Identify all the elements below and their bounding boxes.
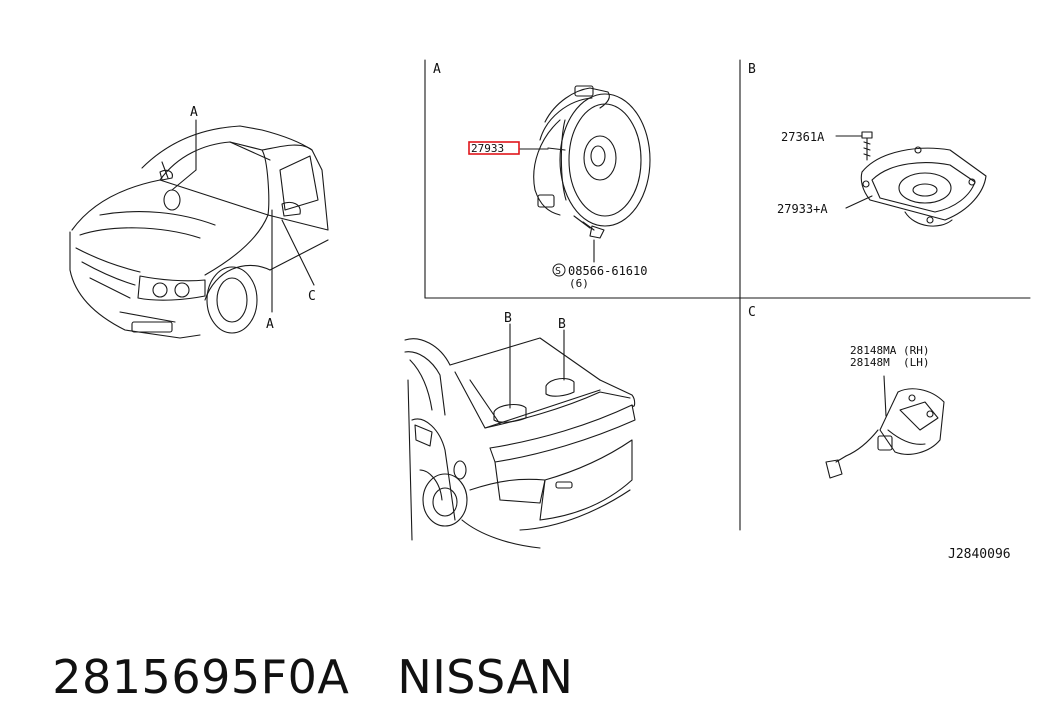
screw-quantity: (6) (569, 277, 589, 290)
parts-diagram: A B C A A C B B 27933 S 08566-61610 (6) … (69, 59, 1031, 562)
speaker-harness-28148M (825, 375, 945, 479)
caption-part-number: 2815695F0A (52, 650, 350, 704)
section-label-b: B (748, 62, 756, 77)
part-label-27933A: 27933+A (777, 202, 828, 216)
rear-speaker-27933A (835, 131, 987, 227)
callout-bottom-a: A (266, 317, 274, 332)
callout-top-a: A (190, 105, 198, 120)
door-speaker-27933 (519, 85, 651, 263)
highlight-box (468, 141, 520, 155)
part-label-27933: 27933 (471, 142, 504, 155)
part-caption: 2815695F0A NISSAN (22, 596, 573, 704)
part-label-27361A: 27361A (781, 130, 825, 144)
part-label-28148M: 28148M (LH) (850, 356, 929, 369)
screw-symbol-letter: S (555, 266, 561, 277)
section-dividers (424, 59, 1031, 531)
section-label-a: A (433, 62, 441, 77)
part-label-08566-61610: 08566-61610 (568, 264, 647, 278)
callout-c: C (308, 289, 316, 304)
section-label-c: C (748, 305, 756, 320)
rear-car-illustration (404, 323, 636, 549)
front-car-illustration (69, 119, 329, 339)
caption-brand: NISSAN (397, 650, 574, 704)
callout-b-right: B (558, 317, 566, 332)
diagram-reference-code: J2840096 (948, 547, 1011, 562)
part-label-28148MA: 28148MA (RH) (850, 344, 929, 357)
callout-b-left: B (504, 311, 512, 326)
screw-symbol: S (552, 263, 566, 277)
